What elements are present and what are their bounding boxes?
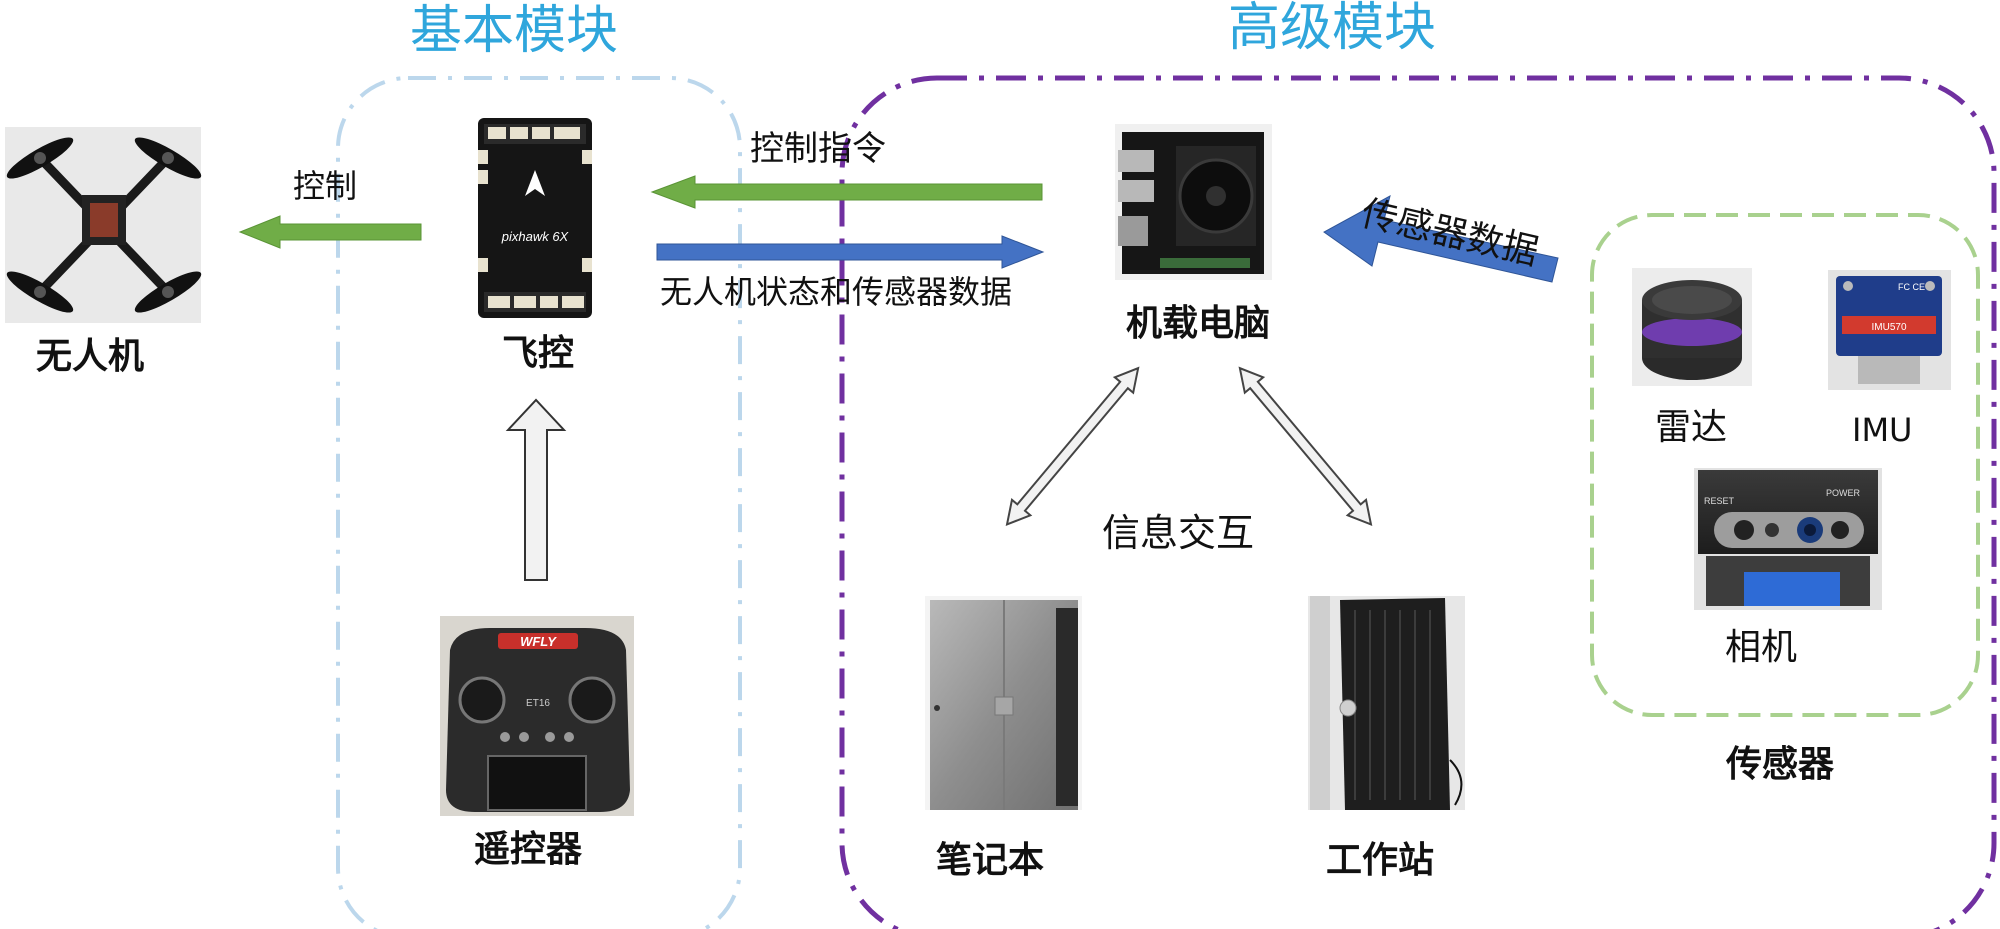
laptop-image (925, 596, 1082, 810)
laptop-exchange-arrow (1005, 366, 1140, 527)
control-arrow (238, 215, 422, 249)
camera-image (1694, 468, 1882, 610)
rc-to-fc-arrow (505, 398, 567, 581)
rc-model-text: ET16 (526, 698, 550, 709)
workstation-image (1308, 596, 1465, 810)
sensors-label: 传感器 (1726, 744, 1835, 785)
camera-label: 相机 (1725, 627, 1798, 668)
basic-module-title: 基本模块 (410, 1, 619, 61)
onboard-pc-label: 机载电脑 (1126, 303, 1271, 344)
rc-label: 遥控器 (474, 829, 583, 870)
advanced-module-box (839, 75, 1997, 929)
rc-brand-text: WFLY (520, 634, 557, 649)
flight-controller-image (478, 118, 592, 318)
imu-label: IMU (1852, 411, 1913, 449)
state-data-arrow (656, 235, 1045, 269)
drone-image (5, 127, 202, 323)
flight-controller-label: 飞控 (502, 333, 575, 374)
imu-brand-text: IMU570 (1871, 322, 1906, 333)
basic-module-box (336, 76, 742, 929)
fc-brand-text: pixhawk 6X (501, 229, 570, 244)
control-command-label: 控制指令 (750, 129, 886, 169)
laptop-label: 笔记本 (936, 840, 1045, 881)
workstation-exchange-arrow (1238, 366, 1373, 527)
sensor-data-arrow (1323, 195, 1559, 283)
imu-mark-text: FC CE (1898, 282, 1925, 292)
workstation-label: 工作站 (1326, 840, 1435, 881)
advanced-module-title: 高级模块 (1228, 0, 1437, 58)
onboard-pc-image (1115, 124, 1272, 280)
sensor-group-box (1590, 213, 1980, 717)
camera-reset-text: RESET (1704, 496, 1735, 506)
control-label: 控制 (293, 167, 358, 205)
imu-image (1828, 270, 1951, 390)
drone-label: 无人机 (36, 336, 145, 377)
info-exchange-label: 信息交互 (1102, 511, 1255, 555)
lidar-image (1632, 268, 1752, 386)
lidar-label: 雷达 (1655, 407, 1728, 448)
rc-image (440, 616, 634, 816)
state-data-label: 无人机状态和传感器数据 (660, 273, 1013, 311)
control-command-arrow (650, 175, 1043, 209)
camera-power-text: POWER (1826, 488, 1861, 498)
